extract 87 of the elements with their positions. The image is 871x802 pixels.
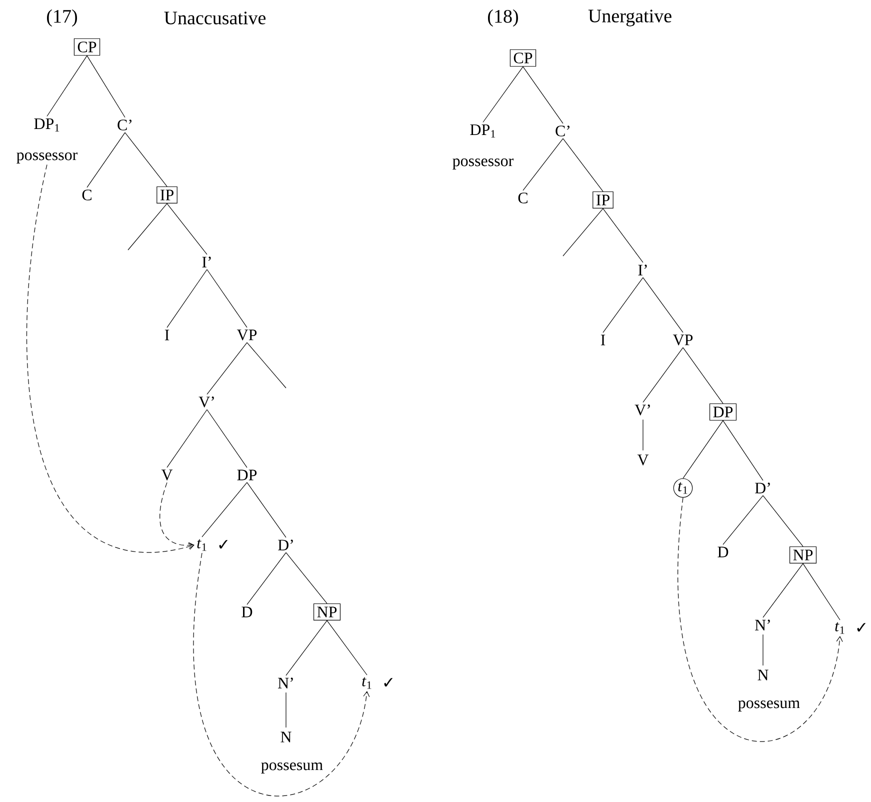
tree-label: D’	[278, 540, 293, 550]
example-number: (17)	[47, 9, 77, 27]
branch-line	[642, 277, 684, 333]
branch-line	[286, 620, 328, 676]
branch-line	[206, 342, 248, 395]
branch-line	[522, 66, 564, 124]
tree-label: DP$_{1}$	[34, 118, 60, 132]
branch-line	[602, 208, 644, 263]
tree-label: t$_{1}$	[362, 677, 372, 689]
tree-label: N	[758, 670, 768, 680]
tree-label: VP	[236, 330, 257, 340]
boxed-label: IP	[156, 186, 178, 204]
boxed-label: DP	[709, 403, 737, 421]
branch-line	[326, 620, 368, 676]
branch-line	[722, 420, 764, 481]
tree-label: I’	[202, 256, 211, 268]
check-mark: ✓	[219, 540, 228, 548]
branch-line	[522, 138, 564, 191]
tree-label: N	[280, 732, 292, 742]
tree-label: D	[242, 606, 252, 618]
branch-line	[722, 495, 764, 545]
branch-line	[86, 132, 126, 188]
boxed-label: CP	[510, 49, 536, 67]
tree-label: DP	[237, 470, 257, 480]
branch-line	[246, 342, 286, 388]
heading: Unergative	[588, 10, 672, 26]
branch-line	[682, 347, 724, 404]
tree-label: N’	[755, 620, 770, 630]
tree-label: N’	[278, 678, 293, 688]
boxed-label: NP	[313, 603, 341, 621]
branch-line	[206, 269, 248, 328]
check-mark: ✓	[857, 622, 866, 632]
branch-line	[86, 55, 126, 118]
word-label: possessor	[16, 152, 78, 164]
tree-label: C’	[556, 126, 570, 136]
branch-line	[802, 563, 840, 620]
tree-label: V’	[634, 404, 650, 416]
tree-label: V’	[198, 396, 214, 408]
branch-line	[762, 634, 764, 666]
tree-label: I’	[638, 264, 647, 276]
branch-line	[202, 482, 248, 538]
word-label: possesum	[261, 762, 323, 774]
tree-label: t$_{1}$	[197, 539, 206, 551]
movement-arrow	[160, 482, 194, 549]
branch-line	[762, 563, 804, 618]
branch-line	[206, 409, 248, 468]
tree-label: C’	[118, 120, 132, 130]
tree-label: VP	[672, 334, 693, 346]
word-label: possessor	[452, 158, 514, 170]
branch-line	[286, 552, 328, 604]
branch-line	[246, 552, 286, 605]
boxed-label: NP	[789, 546, 817, 564]
tree-label: V	[161, 470, 173, 480]
tree-label: D’	[755, 482, 770, 494]
movement-arrow	[678, 497, 843, 742]
circled-trace: t$_{1}$	[673, 478, 693, 498]
example-number: (18)	[488, 9, 518, 27]
branch-line	[166, 409, 208, 468]
tree-label: C	[518, 192, 528, 204]
branch-line	[762, 495, 804, 547]
boxed-label: CP	[74, 38, 100, 56]
branch-line	[128, 203, 168, 250]
boxed-label: IP	[592, 191, 614, 209]
heading: Unaccusative	[164, 12, 266, 24]
tree-label: C	[82, 190, 92, 200]
branch-line	[482, 66, 524, 123]
movement-arrow	[194, 552, 370, 796]
branch-line	[562, 138, 604, 192]
tree-label: I	[164, 330, 170, 340]
branch-line	[124, 132, 168, 187]
tree-label: V	[637, 454, 649, 466]
branch-line	[682, 420, 724, 479]
branch-line	[246, 482, 286, 538]
word-label: possesum	[738, 700, 800, 712]
tree-label: I	[600, 334, 606, 346]
movement-arrow	[26, 164, 194, 553]
branch-line	[602, 277, 644, 333]
branch-line	[562, 208, 604, 256]
branch-line	[642, 347, 684, 403]
branch-line	[46, 55, 88, 117]
branch-line	[166, 203, 208, 255]
tree-label: DP$_{1}$	[470, 124, 496, 138]
check-mark: ✓	[384, 678, 393, 686]
branch-line	[166, 269, 208, 328]
tree-label: t$_{1}$	[835, 622, 844, 634]
branch-line	[642, 419, 644, 451]
tree-label: D	[718, 546, 728, 558]
